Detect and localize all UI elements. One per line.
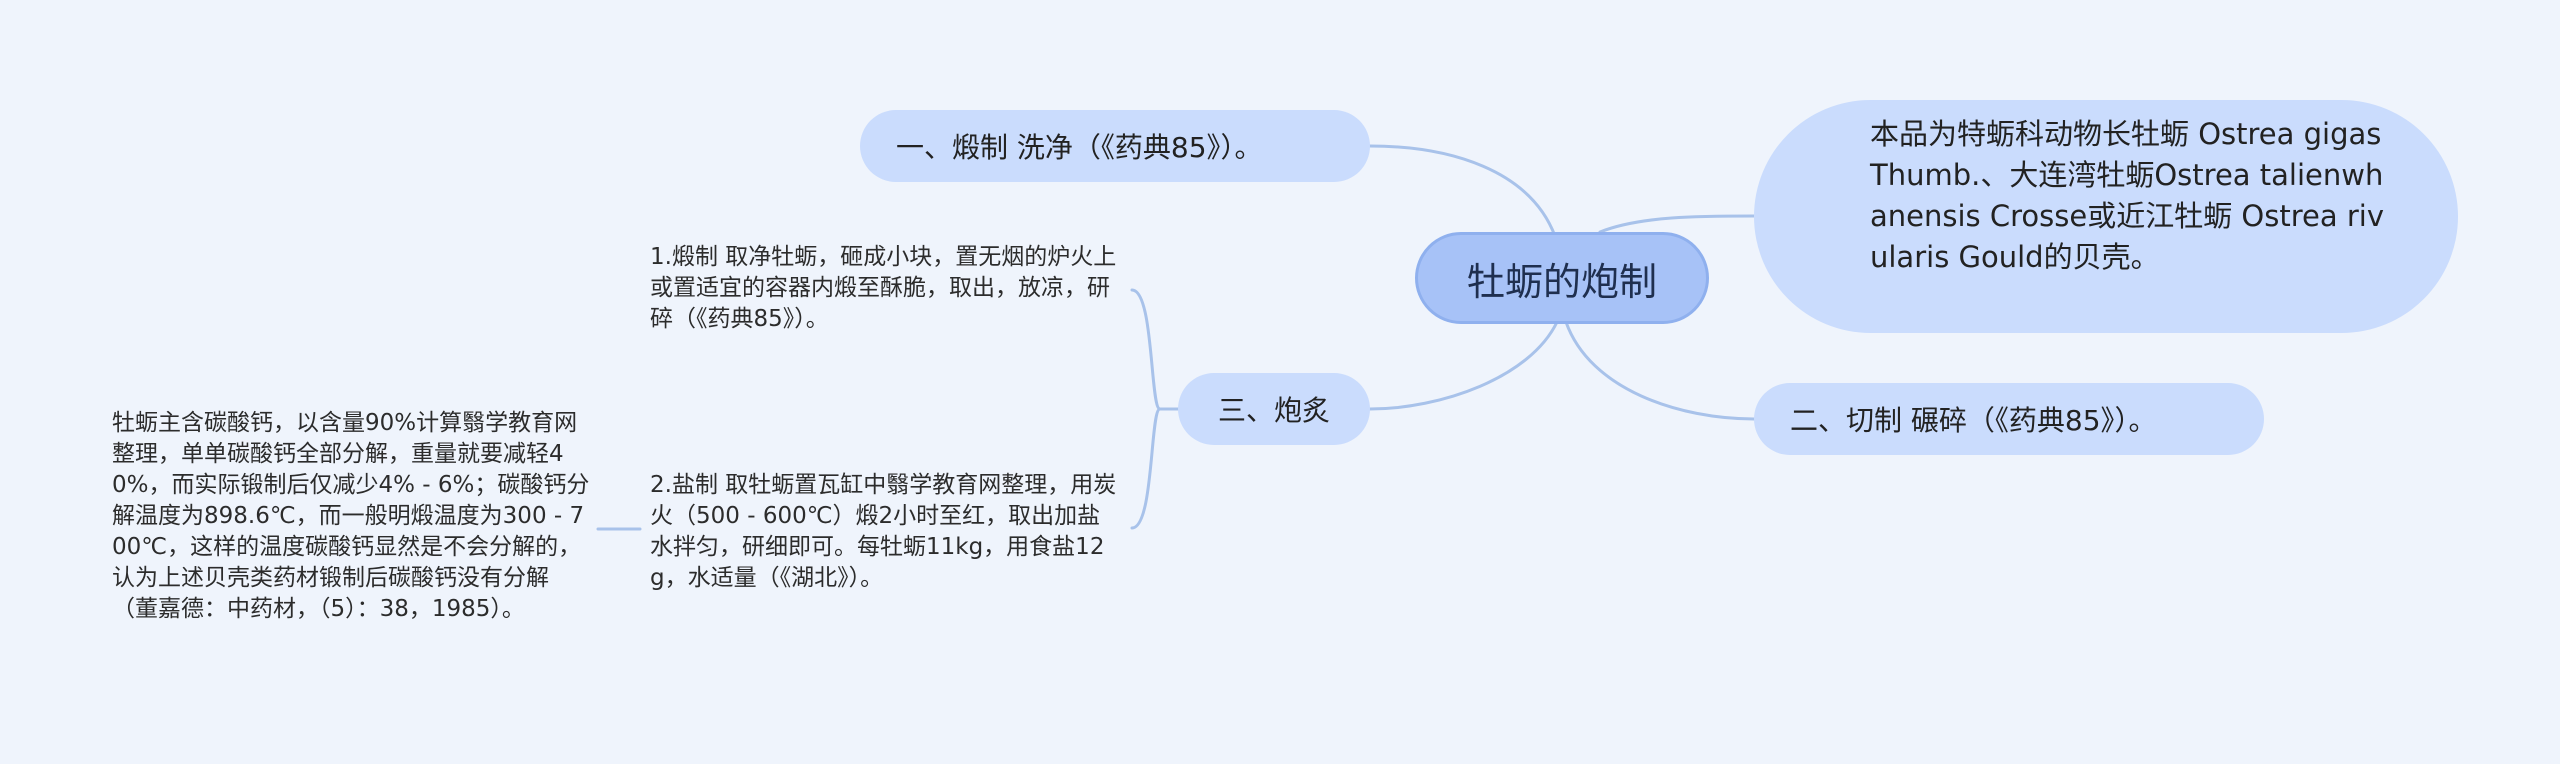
pao-item-yan-label: 2.盐制 取牡蛎置瓦缸中翳学教育网整理，用炭火（500 - 600℃）煅2小时至… xyxy=(650,472,1117,591)
pao-item-duan-label: 1.煅制 取净牡蛎，砸成小块，置无烟的炉火上或置适宜的容器内煅至酥脆，取出，放凉… xyxy=(650,244,1117,332)
branch-qie[interactable]: 二、切制 碾碎（《药典85》）。 xyxy=(1754,383,2264,455)
branch-description-label: 本品为特蛎科动物长牡蛎 Ostrea gigas Thumb.、大连湾牡蛎Ost… xyxy=(1870,117,2384,274)
root-topic[interactable]: 牡蛎的炮制 xyxy=(1415,232,1709,324)
branch-pao[interactable]: 三、炮炙 xyxy=(1178,373,1370,445)
link-root-desc xyxy=(1598,214,1756,234)
pao-item-yan[interactable]: 2.盐制 取牡蛎置瓦缸中翳学教育网整理，用炭火（500 - 600℃）煅2小时至… xyxy=(650,470,1120,594)
note-calcium-carbonate[interactable]: 牡蛎主含碳酸钙，以含量90%计算翳学教育网整理，单单碳酸钙全部分解，重量就要减轻… xyxy=(112,408,590,625)
link-root-qie xyxy=(1564,320,1756,421)
branch-duan[interactable]: 一、煅制 洗净（《药典85》）。 xyxy=(860,110,1370,182)
branch-duan-label: 一、煅制 洗净（《药典85》）。 xyxy=(896,131,1263,164)
link-pao-p1 xyxy=(1130,288,1180,411)
link-pao-p2 xyxy=(1130,407,1180,530)
note-calcium-carbonate-label: 牡蛎主含碳酸钙，以含量90%计算翳学教育网整理，单单碳酸钙全部分解，重量就要减轻… xyxy=(112,410,590,622)
root-topic-label: 牡蛎的炮制 xyxy=(1466,259,1657,304)
branch-pao-label: 三、炮炙 xyxy=(1217,394,1330,427)
pao-item-duan[interactable]: 1.煅制 取净牡蛎，砸成小块，置无烟的炉火上或置适宜的容器内煅至酥脆，取出，放凉… xyxy=(650,242,1120,335)
branch-description[interactable]: 本品为特蛎科动物长牡蛎 Ostrea gigas Thumb.、大连湾牡蛎Ost… xyxy=(1754,100,2458,333)
branch-qie-label: 二、切制 碾碎（《药典85》）。 xyxy=(1790,404,2157,437)
link-root-duan xyxy=(1368,144,1557,238)
link-root-pao xyxy=(1368,320,1559,411)
